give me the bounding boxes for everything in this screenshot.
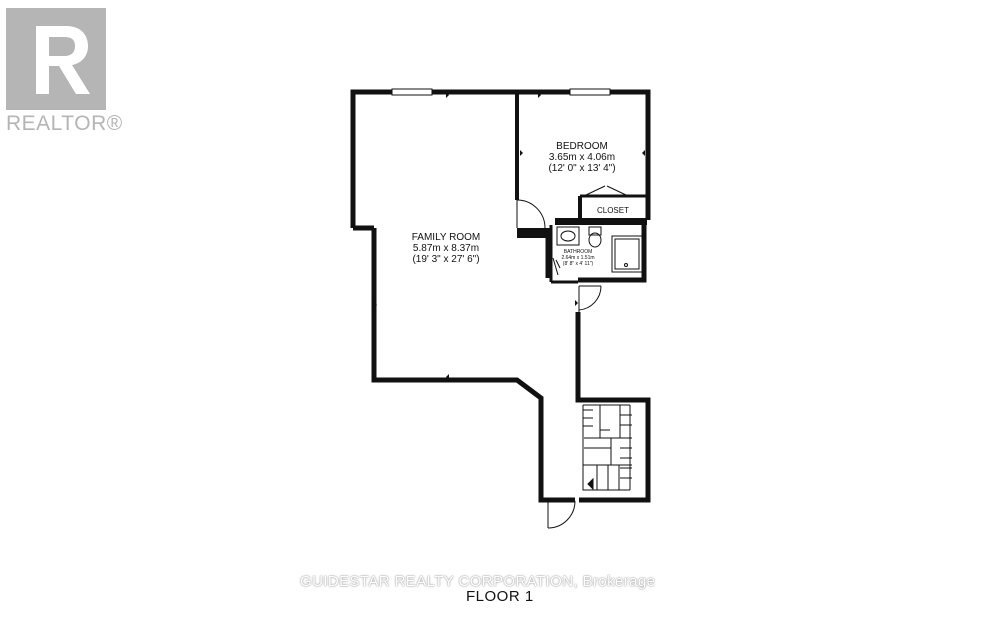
exterior-walls [350,89,651,503]
wall-marks [374,92,645,380]
bathroom-imperial: (8' 8" x 4' 11") [563,261,594,267]
realtor-logo-text: REALTOR® [6,112,123,135]
family-room-imperial: (19' 3" x 27' 6") [412,254,479,265]
floor-label: FLOOR 1 [466,588,534,605]
brokerage-watermark: GUIDESTAR REALTY CORPORATION, Brokerage [300,573,656,590]
windows [391,88,611,96]
interior-walls [515,92,647,284]
family-room-metric: 5.87m x 8.37m [413,243,479,254]
bedroom-metric: 3.65m x 4.06m [549,152,615,163]
closet-name: CLOSET [597,206,629,215]
bathroom-fixtures [556,226,643,273]
doors [516,185,627,529]
family-room-name: FAMILY ROOM [412,232,481,243]
realtor-logo-icon [6,8,106,110]
bathroom-name: BATHROOM [564,249,593,255]
bedroom-imperial: (12' 0" x 13' 4") [548,163,615,174]
stairs [582,404,632,491]
bedroom-name: BEDROOM [556,141,608,152]
bathroom-metric: 2.64m x 1.51m [561,255,594,261]
